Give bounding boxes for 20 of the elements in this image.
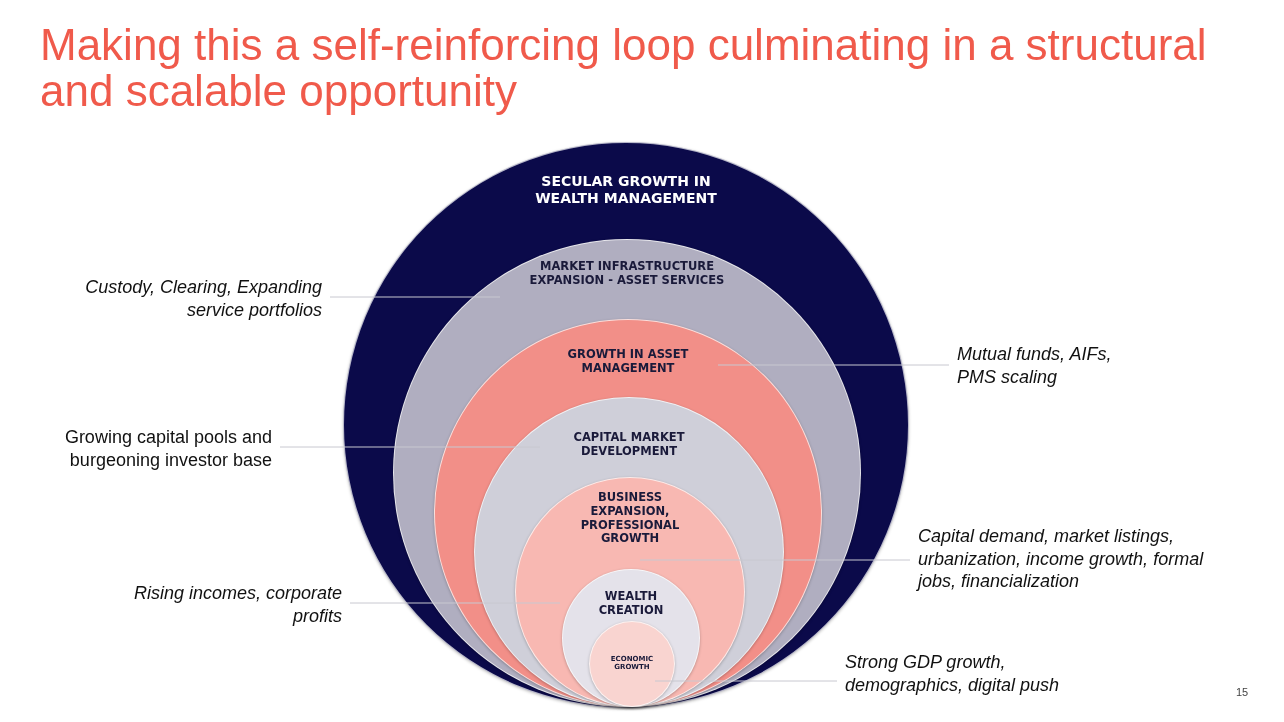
page-number: 15 bbox=[1236, 686, 1249, 698]
circle-label: SECULAR GROWTH IN WEALTH MANAGEMENT bbox=[534, 173, 718, 207]
annotation-text: Mutual funds, AIFs, PMS scaling bbox=[957, 343, 1132, 388]
circle-label: BUSINESS EXPANSION, PROFESSIONAL GROWTH bbox=[579, 491, 681, 547]
leader-line bbox=[717, 364, 950, 366]
annotation-text: Capital demand, market listings, urbanization, income growth, formal jobs, financialization bbox=[918, 525, 1228, 593]
leader-line bbox=[329, 296, 501, 298]
circle bbox=[562, 569, 700, 707]
circle-label: GROWTH IN ASSET MANAGEMENT bbox=[566, 348, 690, 376]
annotation-text: Growing capital pools and burgeoning investor base bbox=[40, 426, 272, 471]
slide-title: Making this a self-reinforcing loop culminating in a structural and scalable opportunity bbox=[40, 22, 1208, 115]
annotation-text: Strong GDP growth, demographics, digital push bbox=[845, 651, 1075, 696]
circle bbox=[589, 621, 675, 707]
annotation-text: Custody, Clearing, Expanding service portfolios bbox=[40, 276, 322, 321]
circle-label: WEALTH CREATION bbox=[597, 590, 665, 618]
annotation-text: Rising incomes, corporate profits bbox=[80, 582, 342, 627]
circle-label: MARKET INFRASTRUCTURE EXPANSION - ASSET SERVICES bbox=[528, 260, 726, 288]
leader-line bbox=[639, 559, 911, 561]
circle-label: CAPITAL MARKET DEVELOPMENT bbox=[572, 431, 686, 459]
leader-line bbox=[349, 602, 561, 604]
